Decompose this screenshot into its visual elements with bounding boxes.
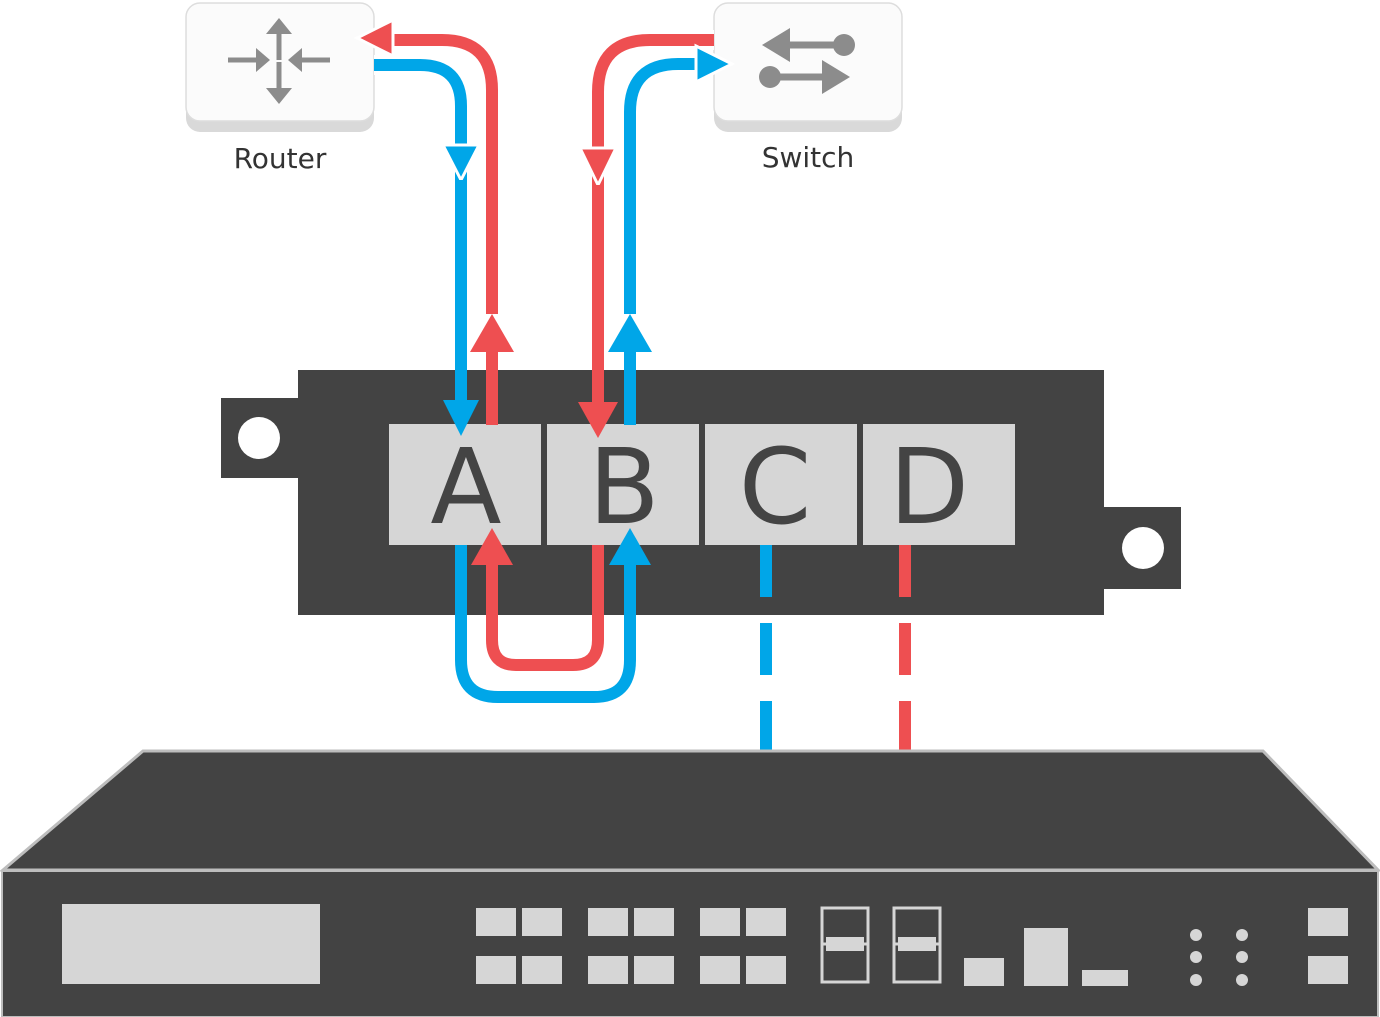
- ethernet-port: [634, 908, 674, 936]
- port-b-label: B: [588, 426, 659, 548]
- traffic-paths: [353, 17, 926, 831]
- display-panel: [62, 904, 320, 984]
- ethernet-port: [700, 956, 740, 984]
- router-label: Router: [234, 142, 327, 175]
- switch-icon: [759, 28, 855, 94]
- ethernet-port: [634, 956, 674, 984]
- port-b: [547, 424, 699, 545]
- appliance-top: [0, 749, 1380, 872]
- ethernet-port: [476, 908, 516, 936]
- ethernet-port: [1308, 956, 1348, 984]
- mount-hole: [238, 417, 280, 459]
- port-d: [863, 424, 1015, 545]
- ethernet-port: [522, 908, 562, 936]
- ethernet-port: [746, 908, 786, 936]
- switch-label: Switch: [762, 141, 855, 174]
- router-icon: [228, 18, 330, 104]
- monitoring-appliance: [0, 749, 1380, 1017]
- ethernet-port: [522, 956, 562, 984]
- ethernet-port: [746, 956, 786, 984]
- console-port: [964, 958, 1004, 986]
- ethernet-port: [1308, 908, 1348, 936]
- usb-port: [1024, 928, 1068, 986]
- ethernet-port: [588, 956, 628, 984]
- switch-device: [713, 2, 903, 132]
- network-tap: A B C D: [221, 370, 1181, 615]
- reset-slot: [1082, 970, 1128, 986]
- ethernet-port: [588, 908, 628, 936]
- mount-hole: [1122, 527, 1164, 569]
- ethernet-port: [476, 956, 516, 984]
- router-device: [185, 2, 375, 132]
- port-c: [705, 424, 857, 545]
- ethernet-ports: [476, 908, 786, 984]
- port-d-label: D: [889, 426, 969, 548]
- ethernet-port: [700, 908, 740, 936]
- status-leds: [1190, 929, 1248, 986]
- port-a-label: A: [430, 426, 501, 548]
- port-a: [389, 424, 541, 545]
- port-c-label: C: [739, 426, 812, 548]
